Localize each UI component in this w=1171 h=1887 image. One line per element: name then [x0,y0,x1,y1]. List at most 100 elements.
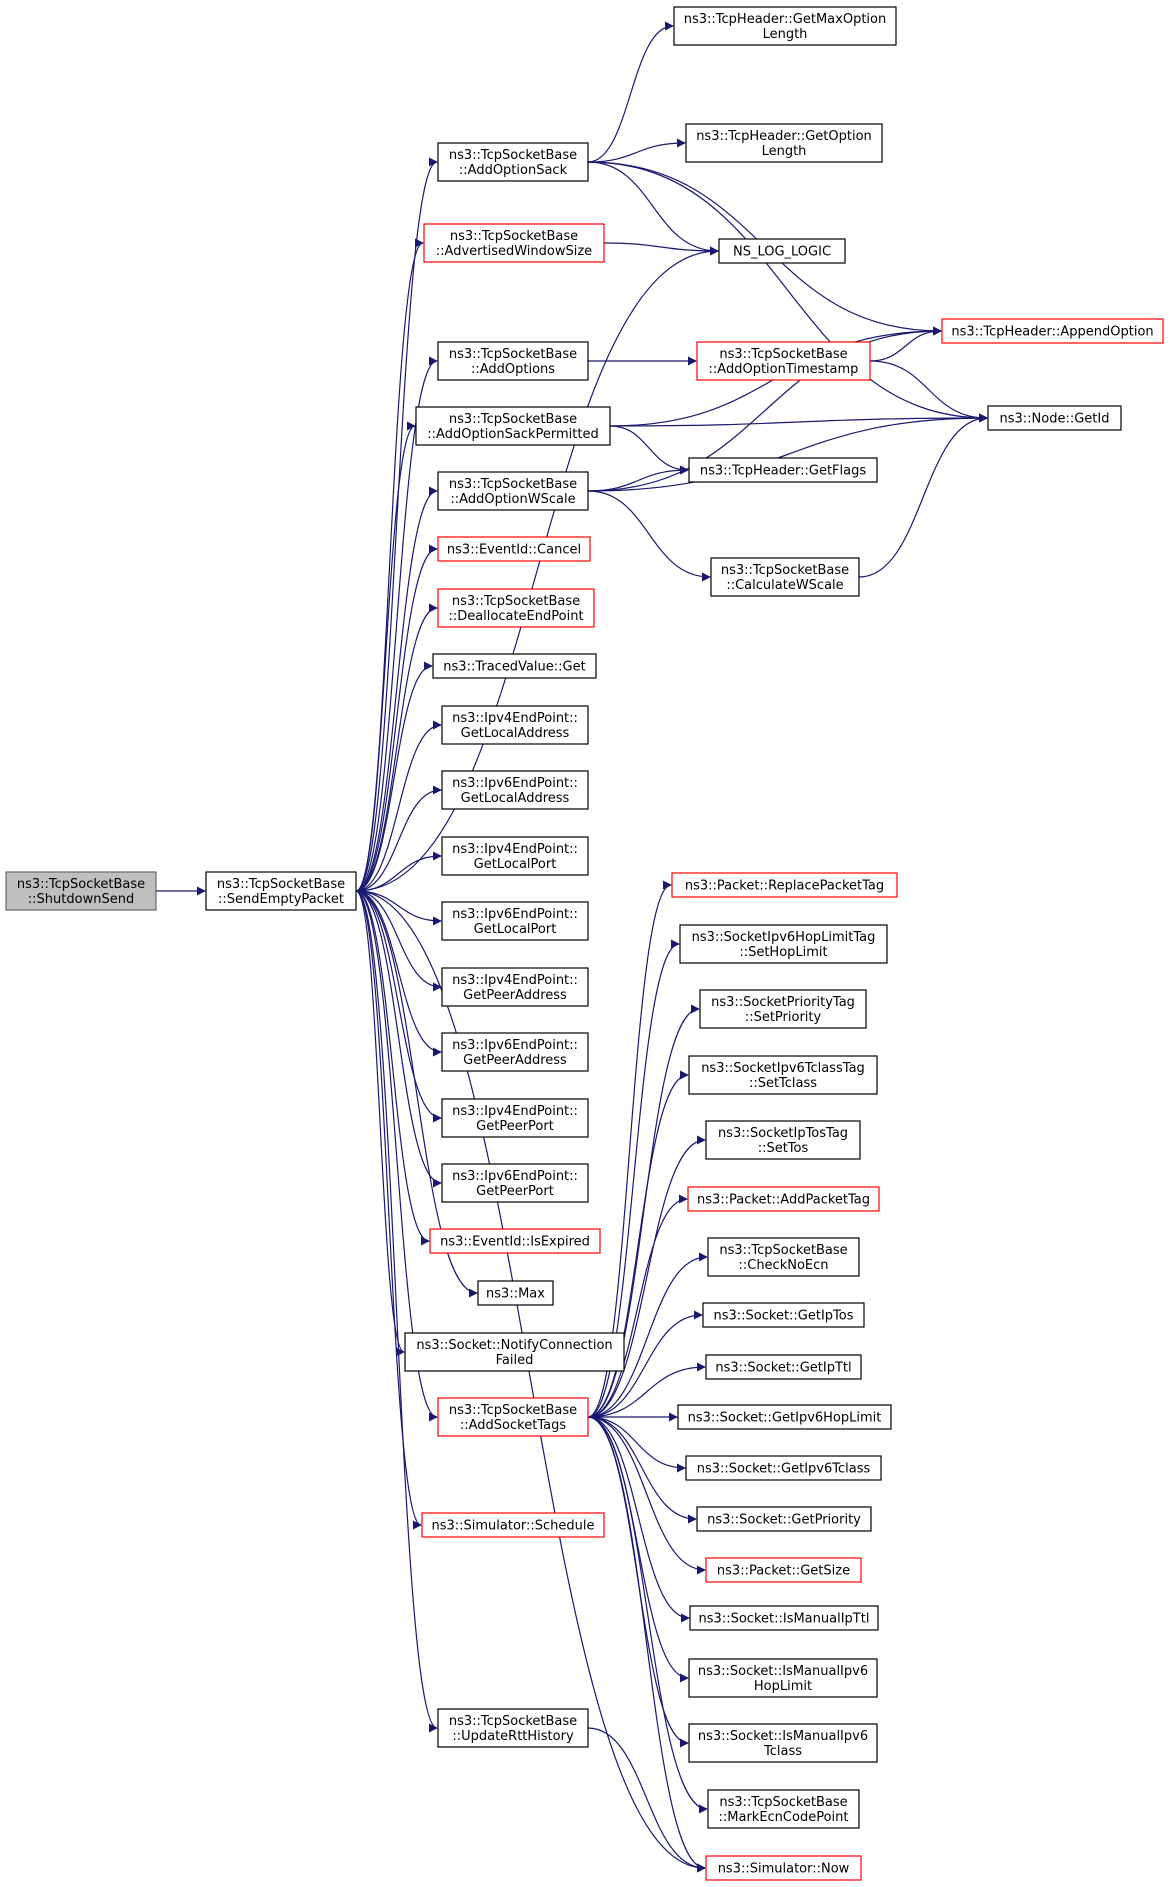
node-ipv6-get-peer-address[interactable]: ns3::Ipv6EndPoint::GetPeerAddress [441,1032,589,1072]
node-get-ipv6-tclass[interactable]: ns3::Socket::GetIpv6Tclass [685,1455,882,1481]
edge-add-option-wscale-to-node-get-id [587,413,988,492]
node-add-socket-tags[interactable]: ns3::TcpSocketBase::AddSocketTags [437,1397,589,1437]
node-ipv6-get-local-address[interactable]: ns3::Ipv6EndPoint::GetLocalAddress [441,770,589,810]
node-label: GetLocalPort [474,922,557,937]
edge-add-socket-tags-to-get-priority [587,1416,697,1524]
node-tracedvalue-get[interactable]: ns3::TracedValue::Get [432,653,597,679]
edge-add-socket-tags-to-add-packet-tag [587,1194,688,1418]
edge-add-option-sack-to-ns-log-logic [587,161,719,256]
node-set-tos[interactable]: ns3::SocketIpTosTag::SetTos [705,1120,861,1160]
node-label: ns3::TcpSocketBase [449,1714,577,1729]
node-update-rtt-history[interactable]: ns3::TcpSocketBase::UpdateRttHistory [437,1708,589,1748]
node-box [696,341,871,381]
edge-send-empty-packet-to-eventid-cancel [355,544,438,892]
node-ipv6-get-local-port[interactable]: ns3::Ipv6EndPoint::GetLocalPort [441,901,589,941]
node-box [718,238,846,264]
node-box [707,1237,860,1277]
node-label: ::AddSocketTags [460,1418,566,1433]
edge-add-option-timestamp-to-append-option [869,326,942,362]
node-box [441,1163,589,1203]
node-append-option[interactable]: ns3::TcpHeader::AppendOption [941,318,1164,344]
node-shutdown-send[interactable]: ns3::TcpSocketBase::ShutdownSend [5,871,157,911]
node-add-option-sack[interactable]: ns3::TcpSocketBase::AddOptionSack [437,142,589,182]
node-label: ::ShutdownSend [28,892,134,907]
node-set-hop-limit[interactable]: ns3::SocketIpv6HopLimitTag::SetHopLimit [679,924,888,964]
node-label: ns3::TracedValue::Get [443,660,585,675]
node-get-priority[interactable]: ns3::Socket::GetPriority [696,1506,872,1532]
edge-add-socket-tags-to-is-manual-ip-ttl [587,1416,690,1623]
node-label: ns3::TcpSocketBase [721,563,849,578]
node-label: ns3::Simulator::Schedule [431,1519,594,1534]
node-ipv6-get-peer-port[interactable]: ns3::Ipv6EndPoint::GetPeerPort [441,1163,589,1203]
node-get-ip-ttl[interactable]: ns3::Socket::GetIpTtl [705,1354,862,1380]
node-add-option-sack-permitted[interactable]: ns3::TcpSocketBase::AddOptionSackPermitt… [415,406,611,446]
edge-send-empty-packet-to-ipv6-get-peer-address [355,890,442,1057]
edge-send-empty-packet-to-simulator-schedule [355,890,422,1530]
node-label: ns3::TcpSocketBase [449,477,577,492]
node-label: ::CheckNoEcn [738,1258,828,1273]
node-packet-get-size[interactable]: ns3::Packet::GetSize [705,1557,862,1583]
node-label: Length [762,144,807,159]
node-label: ns3::Socket::IsManualIpv6 [698,1729,868,1744]
edge-send-empty-packet-to-add-socket-tags [355,890,438,1422]
node-label: ns3::TcpSocketBase [450,229,578,244]
node-calculate-wscale[interactable]: ns3::TcpSocketBase::CalculateWScale [710,557,860,597]
node-ipv4-get-local-address[interactable]: ns3::Ipv4EndPoint::GetLocalAddress [441,705,589,745]
node-box [432,653,597,679]
node-is-manual-ip-ttl[interactable]: ns3::Socket::IsManualIpTtl [689,1605,879,1631]
node-label: HopLimit [754,1679,812,1694]
node-ipv4-get-peer-address[interactable]: ns3::Ipv4EndPoint::GetPeerAddress [441,967,589,1007]
node-ns-log-logic[interactable]: NS_LOG_LOGIC [718,238,846,264]
node-label: ns3::Socket::GetIpTos [713,1309,853,1324]
node-box [437,341,589,381]
node-label: ns3::TcpHeader::GetFlags [700,464,867,479]
node-simulator-schedule[interactable]: ns3::Simulator::Schedule [421,1512,605,1538]
node-get-ip-tos[interactable]: ns3::Socket::GetIpTos [702,1302,865,1328]
node-label: ns3::TcpHeader::AppendOption [951,325,1153,340]
edge-send-empty-packet-to-tracedvalue-get [355,661,433,892]
node-mark-ecn-code-point[interactable]: ns3::TcpSocketBase::MarkEcnCodePoint [707,1789,860,1829]
edge-send-empty-packet-to-ns-log-logic [355,246,719,892]
node-set-priority[interactable]: ns3::SocketPriorityTag::SetPriority [699,989,867,1029]
node-label: ns3::Ipv4EndPoint:: [452,1104,578,1119]
node-get-flags[interactable]: ns3::TcpHeader::GetFlags [688,457,878,483]
node-box [404,1332,625,1372]
node-box [429,1228,601,1254]
node-box [688,1723,878,1763]
edge-add-socket-tags-to-simulator-now [587,1416,706,1873]
node-box [705,1120,861,1160]
node-label: GetPeerAddress [463,988,567,1003]
node-eventid-is-expired[interactable]: ns3::EventId::IsExpired [429,1228,601,1254]
node-replace-packet-tag[interactable]: ns3::Packet::ReplacePacketTag [671,872,898,898]
node-simulator-now[interactable]: ns3::Simulator::Now [705,1855,862,1881]
node-add-option-wscale[interactable]: ns3::TcpSocketBase::AddOptionWScale [437,471,589,511]
node-set-tclass[interactable]: ns3::SocketIpv6TclassTag::SetTclass [688,1055,878,1095]
node-label: ns3::TcpSocketBase [17,877,145,892]
node-add-option-timestamp[interactable]: ns3::TcpSocketBase::AddOptionTimestamp [696,341,871,381]
edge-add-option-wscale-to-get-flags [587,465,689,492]
edge-add-socket-tags-to-is-manual-ipv6-hop-limit [587,1416,689,1683]
node-max[interactable]: ns3::Max [477,1280,554,1306]
node-send-empty-packet[interactable]: ns3::TcpSocketBase::SendEmptyPacket [205,871,357,911]
node-label: ns3::Packet::AddPacketTag [697,1193,870,1208]
node-ipv4-get-peer-port[interactable]: ns3::Ipv4EndPoint::GetPeerPort [441,1098,589,1138]
node-get-ipv6-hop-limit[interactable]: ns3::Socket::GetIpv6HopLimit [677,1404,892,1430]
node-check-no-ecn[interactable]: ns3::TcpSocketBase::CheckNoEcn [707,1237,860,1277]
node-box [205,871,357,911]
node-add-packet-tag[interactable]: ns3::Packet::AddPacketTag [687,1186,880,1212]
node-advertised-window-size[interactable]: ns3::TcpSocketBase::AdvertisedWindowSize [423,223,605,263]
node-deallocate-endpoint[interactable]: ns3::TcpSocketBase::DeallocateEndPoint [437,588,595,628]
node-node-get-id[interactable]: ns3::Node::GetId [987,405,1122,431]
node-add-options[interactable]: ns3::TcpSocketBase::AddOptions [437,341,589,381]
node-label: Failed [496,1353,534,1368]
node-eventid-cancel[interactable]: ns3::EventId::Cancel [437,536,591,562]
node-label: ns3::TcpSocketBase [449,347,577,362]
edge-send-empty-packet-to-max [355,890,478,1298]
node-ipv4-get-local-port[interactable]: ns3::Ipv4EndPoint::GetLocalPort [441,836,589,876]
